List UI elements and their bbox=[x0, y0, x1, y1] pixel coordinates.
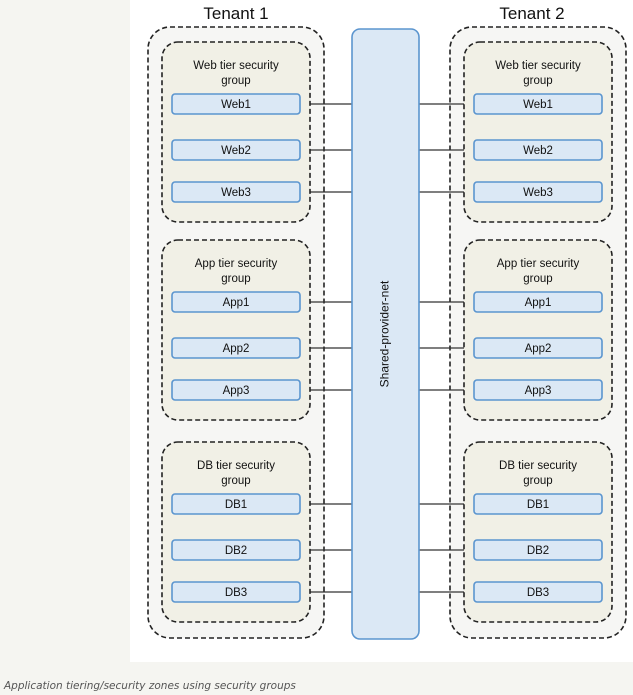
node-label-web1: Web1 bbox=[221, 99, 251, 111]
security-group-title-line: Web tier security bbox=[193, 60, 279, 72]
security-group-title: DB tier security group bbox=[197, 460, 275, 487]
shared-network-bus bbox=[351, 28, 420, 640]
node-label-db3: DB3 bbox=[527, 587, 549, 599]
node-label-app3: App3 bbox=[223, 385, 250, 397]
security-group-tenant2-2 bbox=[463, 239, 613, 421]
security-group-title-line: group bbox=[523, 75, 552, 87]
node-box-db2 bbox=[473, 539, 603, 561]
security-group-tenant1-3 bbox=[161, 441, 311, 623]
node-box-db1 bbox=[171, 493, 301, 515]
node-label-web1: Web1 bbox=[523, 99, 553, 111]
node-box-app3 bbox=[473, 379, 603, 401]
security-group-title: Web tier security group bbox=[495, 60, 581, 87]
security-group-title-line: App tier security bbox=[497, 258, 580, 270]
security-group-title: DB tier security group bbox=[499, 460, 577, 487]
node-label-web3: Web3 bbox=[221, 187, 251, 199]
node-box-app2 bbox=[171, 337, 301, 359]
node-box-web1 bbox=[473, 93, 603, 115]
security-group-title: App tier security group bbox=[497, 258, 580, 285]
tenant-1-title: Tenant 1 bbox=[203, 4, 268, 23]
node-label-app2: App2 bbox=[525, 343, 552, 355]
node-box-app2 bbox=[473, 337, 603, 359]
node-label-app3: App3 bbox=[525, 385, 552, 397]
shared-network-label: Shared-provider-net bbox=[378, 280, 392, 387]
node-box-db2 bbox=[171, 539, 301, 561]
node-label-db2: DB2 bbox=[225, 545, 247, 557]
security-group-title-line: App tier security bbox=[195, 258, 278, 270]
security-group-title-line: group bbox=[221, 75, 250, 87]
security-group-title-line: Web tier security bbox=[495, 60, 581, 72]
node-label-web2: Web2 bbox=[221, 145, 251, 157]
security-group-title-line: group bbox=[221, 475, 250, 487]
node-box-db3 bbox=[473, 581, 603, 603]
node-box-web2 bbox=[171, 139, 301, 161]
node-box-app1 bbox=[473, 291, 603, 313]
node-label-web2: Web2 bbox=[523, 145, 553, 157]
node-label-app2: App2 bbox=[223, 343, 250, 355]
node-box-web3 bbox=[171, 181, 301, 203]
figure-caption: Application tiering/security zones using… bbox=[4, 680, 296, 692]
security-group-title-line: DB tier security bbox=[499, 460, 577, 472]
security-group-title-line: group bbox=[523, 273, 552, 285]
node-box-web2 bbox=[473, 139, 603, 161]
security-group-title: Web tier security group bbox=[193, 60, 279, 87]
node-label-db3: DB3 bbox=[225, 587, 247, 599]
security-group-title: App tier security group bbox=[195, 258, 278, 285]
node-label-db1: DB1 bbox=[527, 499, 549, 511]
security-group-title-line: group bbox=[523, 475, 552, 487]
security-group-tenant2-1 bbox=[463, 41, 613, 223]
node-label-web3: Web3 bbox=[523, 187, 553, 199]
node-label-app1: App1 bbox=[525, 297, 552, 309]
security-group-tenant2-3 bbox=[463, 441, 613, 623]
node-box-web1 bbox=[171, 93, 301, 115]
node-label-db1: DB1 bbox=[225, 499, 247, 511]
security-group-tenant1-1 bbox=[161, 41, 311, 223]
node-box-app3 bbox=[171, 379, 301, 401]
security-group-title-line: DB tier security bbox=[197, 460, 275, 472]
security-group-title-line: group bbox=[221, 273, 250, 285]
node-label-app1: App1 bbox=[223, 297, 250, 309]
node-box-web3 bbox=[473, 181, 603, 203]
node-box-db3 bbox=[171, 581, 301, 603]
tenant-2-title: Tenant 2 bbox=[499, 4, 564, 23]
node-box-db1 bbox=[473, 493, 603, 515]
node-label-db2: DB2 bbox=[527, 545, 549, 557]
node-box-app1 bbox=[171, 291, 301, 313]
security-group-tenant1-2 bbox=[161, 239, 311, 421]
